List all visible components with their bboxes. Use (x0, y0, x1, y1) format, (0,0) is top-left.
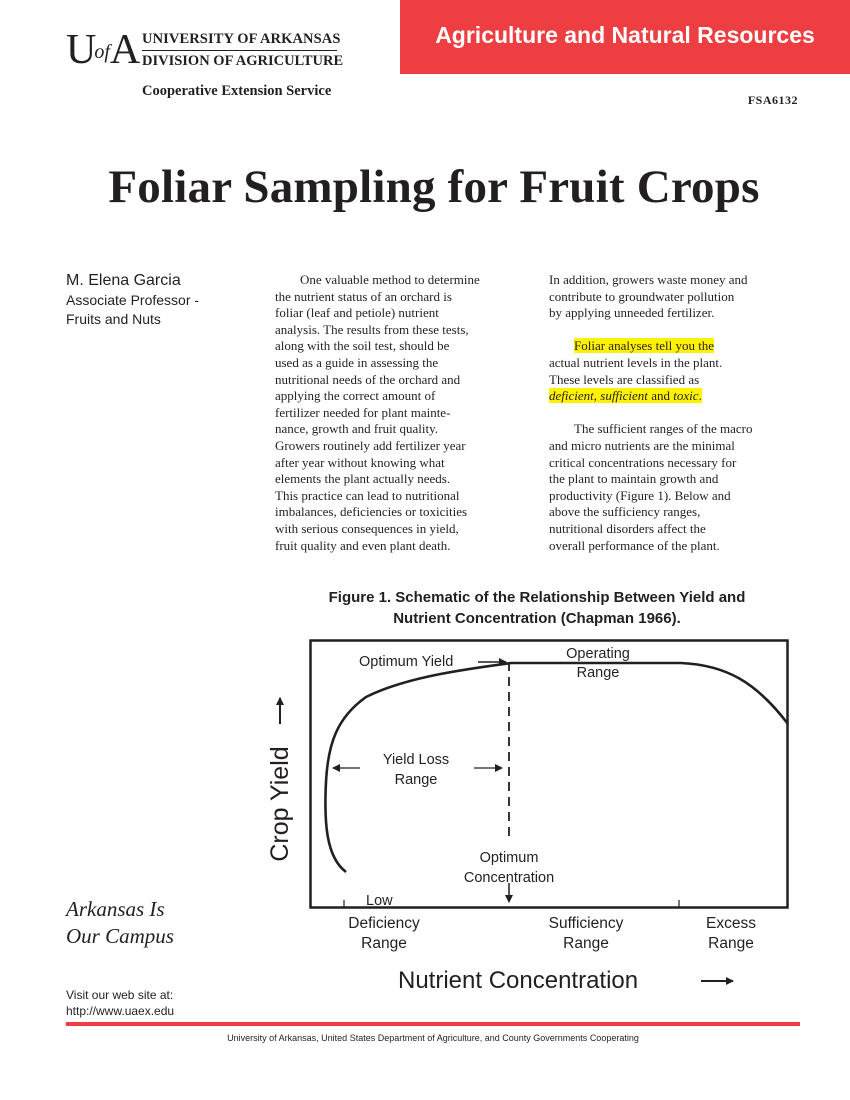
body-line: actual nutrient levels in the plant. (549, 354, 723, 370)
body-line: by applying unneeded fertilizer. (549, 305, 715, 321)
university-logo-mark: UofA (66, 27, 140, 73)
publication-number: FSA6132 (747, 93, 798, 107)
body-line: nutritional needs of the orchard and (275, 371, 461, 387)
figure-caption-line: Nutrient Concentration (Chapman 1966). (393, 610, 681, 627)
campus-slogan-line: Our Campus (66, 924, 174, 948)
logo-letter-u: U (66, 27, 96, 73)
label-sufficiency: Sufficiency (549, 915, 624, 932)
label-excess: Excess (706, 915, 756, 932)
body-line: the plant to maintain growth and (549, 471, 719, 487)
label-yield-loss-range: Range (395, 772, 438, 788)
paragraph-gap (549, 322, 811, 339)
label-concentration: Concentration (464, 870, 554, 886)
term-toxic: toxic (673, 388, 699, 404)
body-line: foliar (leaf and petiole) nutrient (275, 305, 439, 321)
website-link[interactable]: http://www.uaex.edu (66, 1004, 175, 1018)
body-line: applying the correct amount of (275, 388, 436, 404)
term-end: . (698, 388, 702, 404)
body-line: fertilizer needed for plant mainte- (275, 404, 451, 420)
label-low: Low (366, 893, 393, 909)
footer-divider (66, 1022, 800, 1026)
figure-caption: Figure 1. Schematic of the Relationship … (292, 587, 782, 629)
author-name: M. Elena Garcia (66, 272, 181, 289)
logo-letter-a: A (109, 27, 140, 73)
plot-frame (309, 639, 789, 909)
body-line: In addition, growers waste money and (549, 272, 748, 287)
body-line: analysis. The results from these tests, (275, 321, 469, 337)
label-operating: Operating (566, 646, 630, 662)
body-line: elements the plant actually needs. (275, 471, 451, 487)
label-deficiency-range: Range (361, 935, 407, 952)
banner-text: Agriculture and Natural Resources (435, 22, 815, 48)
label-optimum: Optimum (480, 850, 539, 866)
highlighted-line: deficient, sufficient and toxic. (549, 388, 811, 405)
y-axis-label: Crop Yield (266, 746, 294, 861)
body-column-1: One valuable method to determine the nut… (275, 272, 537, 554)
body-line: One valuable method to determine (300, 272, 480, 287)
footer-text: University of Arkansas, United States De… (227, 1033, 639, 1043)
label-optimum-yield: Optimum Yield (359, 654, 453, 670)
x-axis-label: Nutrient Concentration (398, 967, 638, 994)
body-line: along with the soil test, should be (275, 338, 450, 354)
figure-caption-line: Figure 1. Schematic of the Relationship … (328, 589, 746, 606)
body-column-2: In addition, growers waste money and con… (549, 272, 811, 554)
body-line: The sufficient ranges of the macro (574, 421, 753, 437)
body-line: These levels are classified as (549, 371, 700, 387)
body-line: the nutrient status of an orchard is (275, 288, 452, 304)
body-line: overall performance of the plant. (549, 537, 720, 553)
term-separator: , (593, 388, 601, 404)
author-role: Associate Professor - (66, 292, 200, 308)
body-line: and micro nutrients are the minimal (549, 437, 735, 453)
body-line: nutritional disorders affect the (549, 520, 706, 536)
paragraph-gap (549, 405, 811, 422)
body-line: Growers routinely add fertilizer year (275, 437, 466, 453)
website-note: Visit our web site at: http://www.uaex.e… (66, 987, 174, 1019)
body-line: with serious consequences in yield, (275, 520, 459, 536)
label-deficiency: Deficiency (348, 915, 420, 932)
body-line: after year without knowing what (275, 454, 445, 470)
label-excess-range: Range (708, 935, 754, 952)
header-banner: Agriculture and Natural Resources (400, 0, 850, 74)
campus-slogan: Arkansas Is Our Campus (66, 896, 174, 950)
page-title: Foliar Sampling for Fruit Crops (108, 161, 760, 213)
highlighted-text: deficient, sufficient and toxic. (549, 388, 702, 404)
body-line: productivity (Figure 1). Below and (549, 487, 731, 503)
body-line: contribute to groundwater pollution (549, 288, 735, 304)
logo-divider (142, 50, 337, 52)
yield-nutrient-schematic: Optimum Yield Operating Range Yield Loss… (266, 639, 790, 994)
term-deficient: deficient (549, 388, 594, 404)
body-line: imbalances, deficiencies or toxicities (275, 504, 468, 520)
term-sufficient: sufficient (600, 388, 648, 404)
extension-service-name: Cooperative Extension Service (142, 83, 332, 99)
university-name: UNIVERSITY OF ARKANSAS (142, 31, 341, 47)
body-line: nance, growth and fruit quality. (275, 421, 439, 437)
label-yield-loss: Yield Loss (383, 752, 449, 768)
body-line: above the sufficiency ranges, (549, 504, 701, 520)
label-operating-range: Range (577, 665, 620, 681)
term-and: and (647, 388, 674, 404)
body-line: used as a guide in assessing the (275, 354, 439, 370)
author-role-continued: Fruits and Nuts (66, 311, 161, 327)
division-name: DIVISION OF AGRICULTURE (142, 53, 344, 69)
highlighted-line: Foliar analyses tell you the (549, 338, 811, 355)
yield-curve (324, 661, 790, 874)
campus-slogan-line: Arkansas Is (66, 897, 165, 921)
body-line: This practice can lead to nutritional (275, 487, 460, 503)
website-label: Visit our web site at: (66, 988, 174, 1002)
body-line: fruit quality and even plant death. (275, 537, 451, 553)
label-sufficiency-range: Range (563, 935, 609, 952)
body-line: critical concentrations necessary for (549, 454, 737, 470)
logo-letters-of: of (94, 41, 110, 63)
highlighted-text: Foliar analyses tell you the (574, 338, 715, 354)
